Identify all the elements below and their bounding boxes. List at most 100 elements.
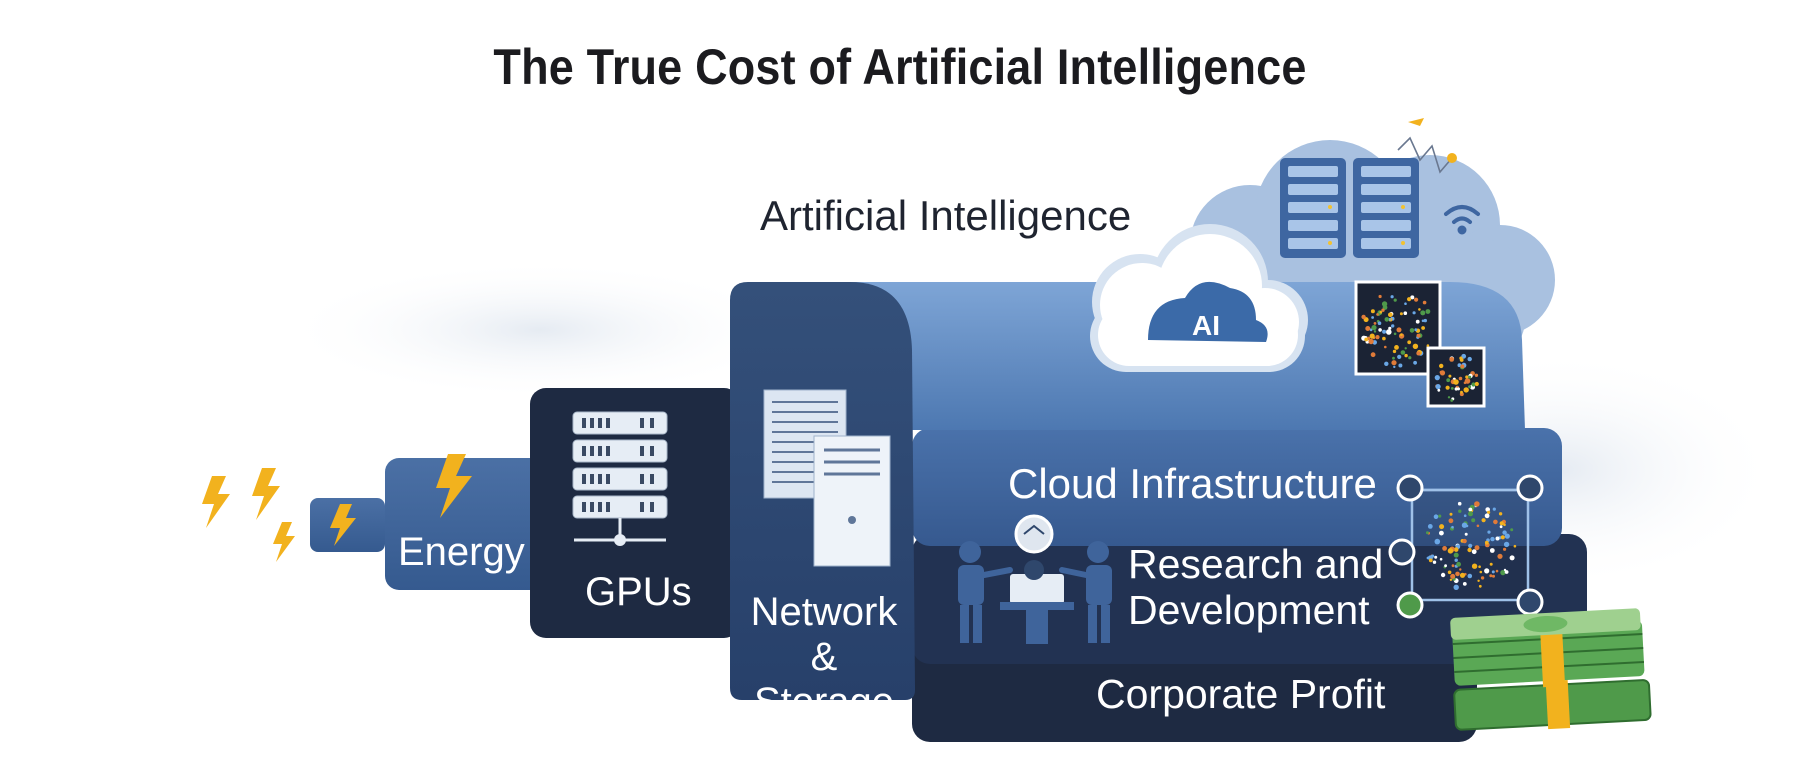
neural-dot: [1384, 361, 1389, 366]
neural-dot: [1392, 356, 1395, 360]
neural-dot: [1489, 548, 1495, 553]
neural-dot: [1371, 325, 1377, 331]
layer-energy-label: Energy: [398, 530, 525, 574]
neural-dot: [1400, 350, 1406, 355]
neural-dot: [1513, 544, 1517, 548]
neural-dot: [1369, 328, 1373, 332]
layer-corporate-profit-label: Corporate Profit: [1096, 671, 1386, 717]
neural-dot: [1449, 357, 1455, 362]
neural-dot: [1394, 345, 1399, 350]
neural-dot: [1462, 538, 1467, 544]
neural-dot: [1378, 328, 1382, 332]
neural-dot: [1414, 328, 1418, 332]
neural-dot: [1421, 326, 1425, 330]
neural-dot: [1434, 555, 1438, 559]
neural-dot: [1457, 501, 1462, 506]
neural-dot: [1490, 536, 1495, 542]
neural-dot: [1399, 312, 1403, 316]
neural-dot: [1454, 387, 1458, 391]
neural-dot: [1460, 390, 1463, 394]
neural-dot: [1370, 309, 1375, 314]
neural-dot: [1422, 300, 1427, 305]
cloud-badge: AI: [1192, 310, 1220, 341]
neural-panel-icon: [1354, 280, 1486, 408]
node-circles-icon: [1388, 474, 1544, 619]
wifi-icon: [1444, 205, 1480, 235]
neural-dot: [1379, 310, 1383, 314]
neural-dot: [1403, 311, 1408, 316]
neural-dot: [1468, 375, 1472, 379]
neural-dot: [1415, 319, 1420, 324]
neural-dot: [1438, 514, 1442, 518]
neural-dot: [1484, 568, 1490, 574]
neural-dot: [1390, 295, 1394, 299]
signal-flag-icon: [1408, 118, 1424, 126]
neural-dot: [1453, 584, 1459, 590]
neural-dot: [1449, 512, 1453, 516]
neural-dot: [1477, 579, 1480, 582]
neural-dot: [1439, 530, 1444, 536]
neural-dot: [1504, 570, 1509, 574]
neural-dot: [1447, 548, 1454, 554]
neural-dot: [1404, 353, 1408, 358]
neural-dot: [1451, 525, 1454, 529]
researchers-icon: [958, 514, 1112, 644]
neural-dot: [1468, 507, 1473, 512]
neural-dot: [1503, 541, 1510, 548]
neural-dot: [1492, 507, 1496, 511]
neural-dot: [1449, 578, 1453, 581]
neural-dot: [1458, 376, 1463, 381]
neural-dot: [1381, 308, 1385, 312]
neural-dot: [1428, 558, 1433, 563]
neural-dot: [1445, 385, 1450, 390]
server-tower-icon: [1280, 158, 1419, 258]
signal-doodle-icon: [1397, 136, 1453, 174]
neural-dot: [1432, 560, 1437, 564]
neural-dot: [1471, 382, 1476, 387]
neural-dot: [1478, 565, 1481, 568]
neural-dot: [1453, 547, 1459, 552]
neural-dot: [1442, 546, 1447, 551]
neural-dot: [1437, 388, 1441, 392]
cloud-icon: AI: [1090, 224, 1308, 372]
neural-dot: [1409, 328, 1415, 333]
neural-dot: [1468, 543, 1473, 548]
neural-dot: [1467, 547, 1472, 553]
neural-dot: [1420, 310, 1426, 316]
neural-dot: [1423, 318, 1428, 323]
neural-dot: [1481, 518, 1486, 523]
lightning-icon: [202, 454, 472, 562]
neural-dot: [1479, 570, 1483, 574]
neural-dot: [1474, 381, 1479, 387]
neural-dot: [1427, 524, 1433, 529]
neural-dot: [1474, 501, 1480, 507]
neural-dot: [1495, 536, 1500, 541]
neural-dot: [1455, 571, 1460, 577]
neural-dot: [1373, 322, 1377, 325]
neural-dot: [1416, 333, 1421, 338]
layer-research-development-label: Research and Development: [1128, 541, 1384, 633]
neural-dot: [1439, 524, 1445, 530]
neural-dot: [1476, 524, 1480, 528]
corporate-profit-layer: [912, 640, 1477, 742]
neural-dot: [1425, 309, 1431, 314]
neural-dot: [1397, 354, 1402, 359]
neural-dot: [1502, 530, 1507, 535]
neural-dot: [1384, 345, 1387, 349]
neural-dot: [1373, 330, 1377, 333]
neural-dot: [1439, 557, 1443, 561]
neural-dot: [1375, 335, 1380, 340]
neural-dot: [1453, 552, 1459, 558]
layer-gpus-label: GPUs: [585, 570, 692, 614]
neural-dot: [1371, 316, 1374, 319]
neural-dot: [1434, 538, 1441, 545]
neural-dot: [1392, 349, 1397, 354]
node-cluster-icon: [1426, 501, 1517, 590]
neural-dot: [1412, 311, 1416, 315]
neural-dot: [1471, 549, 1477, 555]
neural-dot: [1384, 317, 1390, 322]
cloud-infrastructure-layer: [912, 428, 1562, 546]
neural-dot: [1500, 535, 1505, 540]
neural-dot: [1370, 352, 1376, 358]
neural-dot: [1489, 562, 1493, 566]
